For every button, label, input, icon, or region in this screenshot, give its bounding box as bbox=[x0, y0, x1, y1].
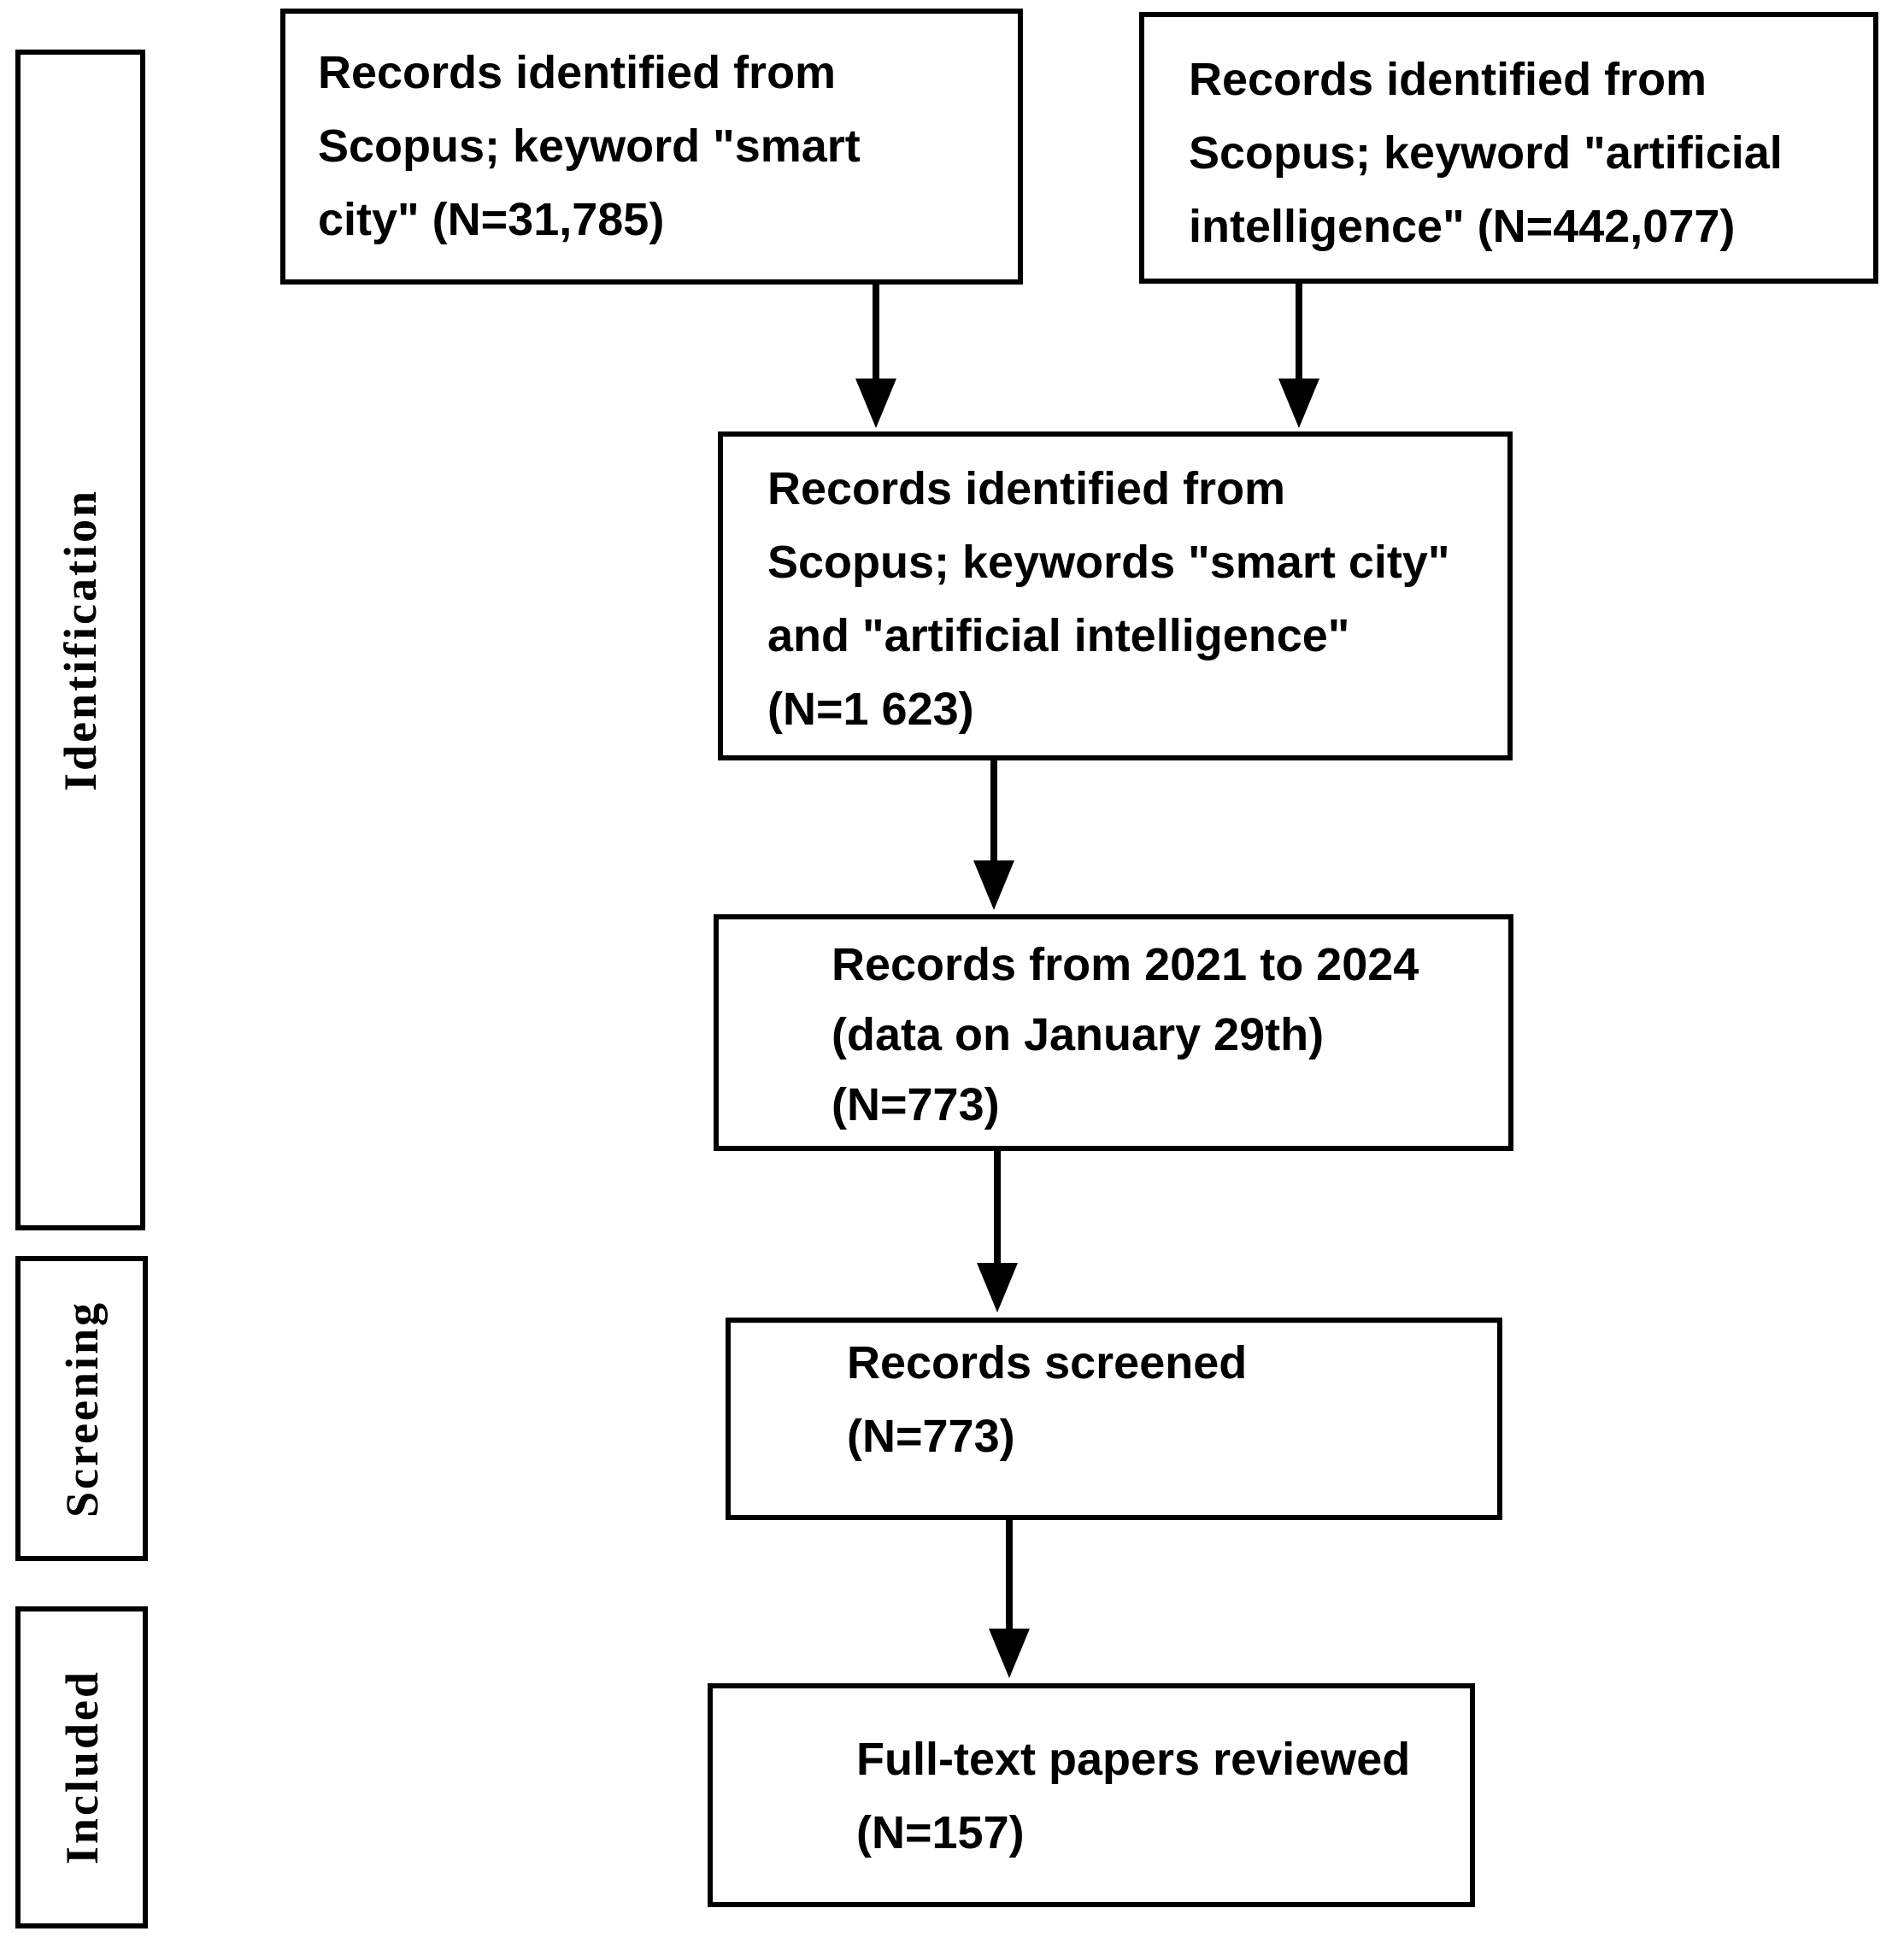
arrow-combined-to-date-filtered bbox=[953, 760, 1035, 910]
stage-label-screening: Screening bbox=[56, 1300, 108, 1518]
box-line: Scopus; keyword "smart bbox=[318, 120, 861, 172]
arrow-stem bbox=[994, 1151, 1001, 1267]
arrow-head-down-icon bbox=[1278, 379, 1319, 428]
arrow-stem bbox=[990, 760, 997, 865]
box-line: Scopus; keyword "artificial bbox=[1189, 127, 1783, 179]
arrow-head-down-icon bbox=[989, 1629, 1030, 1678]
box-line: Full-text papers reviewed bbox=[856, 1734, 1411, 1785]
arrow-head-down-icon bbox=[977, 1263, 1018, 1312]
box-line: Records identified from bbox=[318, 47, 837, 98]
box-full-text-reviewed: Full-text papers reviewed (N=157) bbox=[708, 1683, 1475, 1907]
arrow-head-down-icon bbox=[973, 860, 1014, 910]
stage-box-included: Included bbox=[15, 1606, 148, 1928]
arrow-date-filtered-to-screened bbox=[956, 1151, 1038, 1312]
arrow-head-down-icon bbox=[855, 379, 896, 428]
stage-label-identification: Identification bbox=[55, 488, 106, 791]
box-line: city" (N=31,785) bbox=[318, 194, 665, 245]
stage-label-included: Included bbox=[56, 1670, 108, 1865]
arrow-stem bbox=[1006, 1520, 1013, 1633]
box-line: intelligence" (N=442,077) bbox=[1189, 201, 1736, 252]
arrow-smart-city-to-combined bbox=[835, 285, 917, 428]
stage-box-screening: Screening bbox=[15, 1256, 148, 1561]
box-records-combined-keywords: Records identified from Scopus; keywords… bbox=[718, 431, 1513, 760]
box-line: Records from 2021 to 2024 bbox=[832, 939, 1419, 990]
arrow-stem bbox=[1296, 284, 1302, 383]
box-records-2021-2024: Records from 2021 to 2024 (data on Janua… bbox=[714, 914, 1513, 1151]
box-line: (data on January 29th) bbox=[832, 1009, 1325, 1060]
arrow-ai-to-combined bbox=[1258, 284, 1340, 428]
box-line: and "artificial intelligence" bbox=[767, 610, 1350, 661]
box-line: (N=157) bbox=[856, 1807, 1025, 1858]
stage-box-identification: Identification bbox=[15, 50, 145, 1230]
box-line: (N=1 623) bbox=[767, 684, 974, 735]
arrow-screened-to-full-text bbox=[968, 1520, 1050, 1678]
box-records-screened: Records screened (N=773) bbox=[726, 1318, 1502, 1520]
box-line: Records identified from bbox=[767, 463, 1286, 514]
box-line: Records screened bbox=[847, 1337, 1248, 1388]
box-line: Scopus; keywords "smart city" bbox=[767, 537, 1450, 588]
arrow-stem bbox=[873, 285, 879, 383]
box-records-artificial-intelligence: Records identified from Scopus; keyword … bbox=[1139, 12, 1878, 284]
box-line: Records identified from bbox=[1189, 54, 1707, 105]
box-records-smart-city: Records identified from Scopus; keyword … bbox=[280, 9, 1023, 285]
box-line: (N=773) bbox=[847, 1411, 1015, 1462]
box-line: (N=773) bbox=[832, 1079, 1000, 1130]
